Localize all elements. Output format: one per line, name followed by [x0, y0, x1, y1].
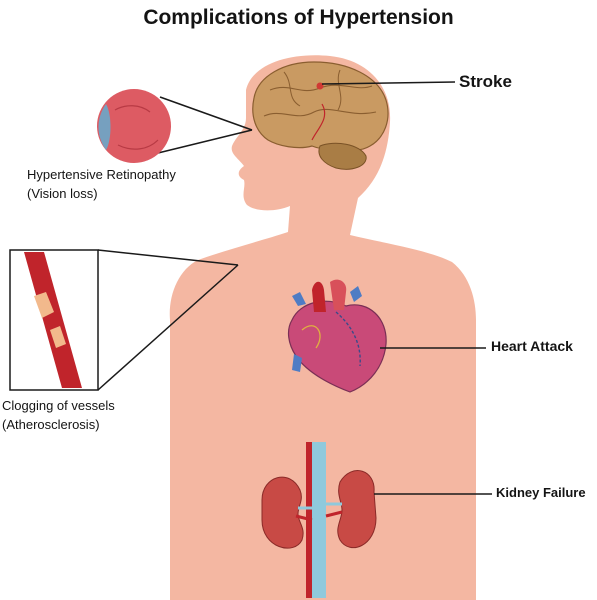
heart-icon	[287, 279, 387, 393]
diagram-title: Complications of Hypertension	[143, 6, 454, 29]
atherosclerosis-label-line1: Clogging of vessels	[2, 398, 115, 413]
retinopathy-label-line2: (Vision loss)	[27, 186, 98, 201]
vessel-inset	[9, 249, 239, 391]
atherosclerosis-label: Clogging of vessels (Atherosclerosis)	[2, 396, 115, 434]
stroke-label: Stroke	[459, 72, 512, 91]
heart-attack-label: Heart Attack	[491, 338, 573, 354]
eye-inset	[97, 89, 253, 163]
stroke-pointer	[321, 81, 456, 85]
retinopathy-label: Hypertensive Retinopathy (Vision loss)	[27, 165, 176, 203]
kidneys-icon	[261, 442, 377, 598]
atherosclerosis-label-line2: (Atherosclerosis)	[2, 417, 100, 432]
retinopathy-label-line1: Hypertensive Retinopathy	[27, 167, 176, 182]
kidney-failure-label: Kidney Failure	[496, 485, 586, 500]
